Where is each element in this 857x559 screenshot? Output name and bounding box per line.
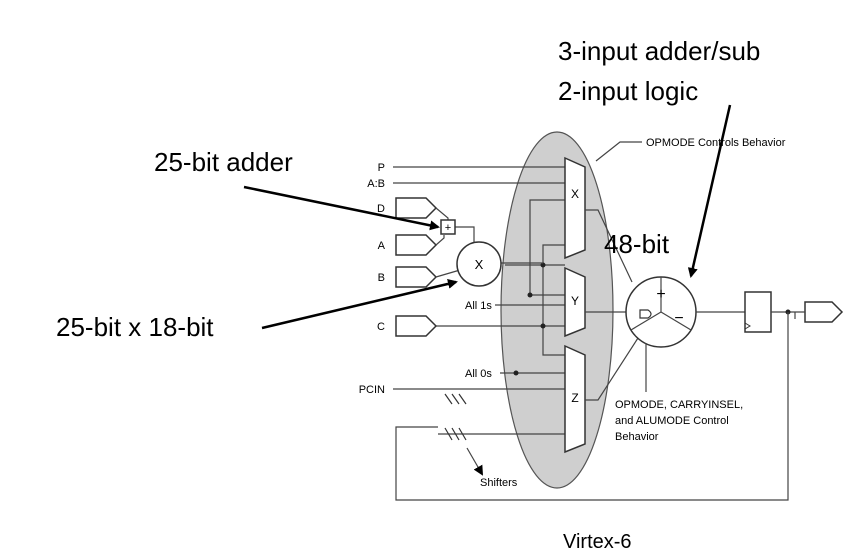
- annotation-multiplier: 25-bit x 18-bit: [56, 312, 214, 342]
- preadder-box: [440, 219, 456, 235]
- preadder-wiring: + X: [435, 207, 543, 287]
- output-path: [395, 291, 805, 501]
- input-registers: [395, 197, 844, 337]
- mux-z: [564, 344, 586, 454]
- shifter-arrows: [444, 393, 483, 476]
- alu: + −: [625, 276, 697, 392]
- input-label-a: A: [378, 240, 386, 252]
- p-register: [744, 291, 772, 333]
- input-labels: P A:B D A B C PCIN All 1s All 0s Shifter…: [359, 137, 786, 489]
- alu-plus: +: [656, 286, 665, 303]
- annotations: 3-input adder/sub 2-input logic 25-bit a…: [56, 36, 760, 553]
- mux-y-label: Y: [571, 294, 579, 308]
- input-label-p: P: [378, 162, 385, 174]
- device-label: Virtex-6: [563, 531, 632, 553]
- annotation-logic: 2-input logic: [558, 76, 698, 106]
- alu-logic-gate-icon: [639, 309, 652, 319]
- preadder-symbol: +: [445, 222, 451, 234]
- opmode-callout-line: [595, 141, 642, 162]
- c-register: [395, 315, 438, 337]
- arrow-to-alu: [687, 104, 732, 278]
- shifters-label: Shifters: [480, 477, 518, 489]
- input-label-ab: A:B: [367, 178, 385, 190]
- annotation-25bit-adder: 25-bit adder: [154, 147, 293, 177]
- input-label-b: B: [378, 272, 385, 284]
- all1s-label: All 1s: [465, 300, 492, 312]
- a-register: [395, 234, 438, 256]
- annotation-adder-sub: 3-input adder/sub: [558, 36, 760, 66]
- multiplier: [456, 241, 502, 287]
- mux-x: [564, 156, 586, 260]
- d-register: [395, 197, 438, 219]
- alu-control-line2: and ALUMODE Control: [615, 415, 729, 427]
- mux-to-alu-wires: [585, 209, 639, 401]
- mux-x-label: X: [571, 187, 579, 201]
- all0s-label: All 0s: [465, 368, 492, 380]
- annotation-48bit: 48-bit: [604, 229, 670, 259]
- arrow-to-multiplier: [261, 278, 458, 330]
- input-label-d: D: [377, 203, 385, 215]
- alu-minus: −: [674, 310, 683, 327]
- multiplier-symbol: X: [475, 257, 484, 272]
- mux-y: [564, 266, 586, 338]
- input-label-c: C: [377, 321, 385, 333]
- alu-control-line1: OPMODE, CARRYINSEL,: [615, 399, 743, 411]
- opmode-label: OPMODE Controls Behavior: [646, 137, 786, 149]
- b-register: [395, 266, 438, 288]
- input-label-pcin: PCIN: [359, 384, 385, 396]
- muxes: X Y Z: [564, 156, 586, 454]
- arrow-to-preadder: [243, 185, 440, 231]
- alu-control-line3: Behavior: [615, 431, 659, 443]
- output-register: [804, 301, 844, 323]
- mux-z-label: Z: [571, 391, 578, 405]
- annotation-arrows: [243, 104, 732, 330]
- input-wires: [393, 166, 565, 435]
